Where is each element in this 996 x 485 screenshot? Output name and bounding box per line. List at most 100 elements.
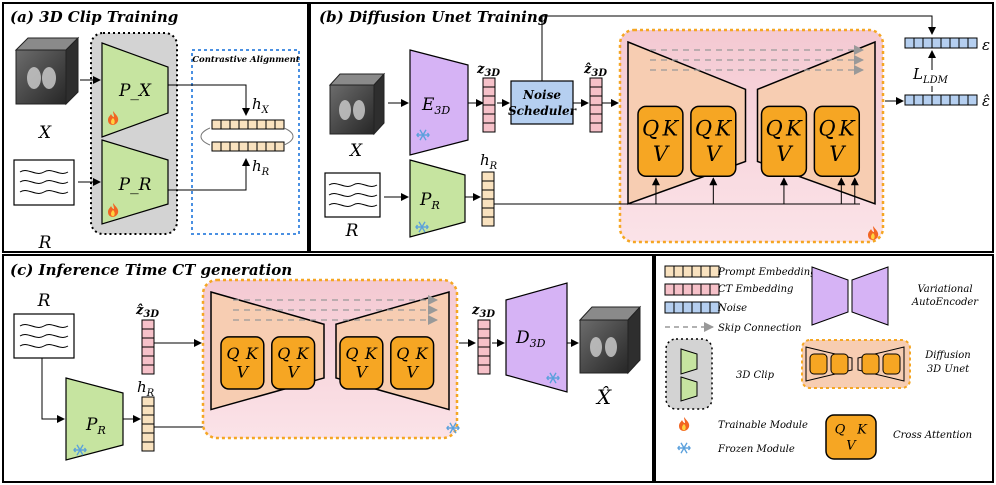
embedding-cell <box>141 337 155 348</box>
embedding-cell <box>141 355 155 366</box>
embedding-cell <box>931 94 942 106</box>
embedding-cell <box>265 141 276 152</box>
embedding-cell <box>481 207 495 218</box>
embedding-cell <box>589 104 603 115</box>
embedding-cell <box>682 265 693 278</box>
embedding-cell <box>589 77 603 88</box>
embedding-cell <box>481 198 495 209</box>
zhat3d-embedding-c <box>141 319 155 375</box>
embedding-cell <box>913 37 924 49</box>
legend-skip-label: Skip Connection <box>718 323 801 334</box>
hr-label-b: hR <box>480 151 498 172</box>
embedding-cell <box>709 301 720 314</box>
v-label: V <box>706 142 723 166</box>
legend-noise-label: Noise <box>717 303 747 314</box>
embedding-cell <box>922 94 933 106</box>
embedding-cell <box>949 37 960 49</box>
embedding-cell <box>141 423 155 434</box>
q-label: Q <box>277 344 290 363</box>
z3d-label-b: z3D <box>476 62 500 79</box>
panel-a-frame <box>2 2 309 253</box>
contrastive-box <box>191 49 300 235</box>
embedding-cell <box>238 141 249 152</box>
k-label: K <box>415 344 429 363</box>
embedding-cell <box>211 119 222 130</box>
ct-volume-x-icon <box>328 72 386 136</box>
eps-hat-label: ε̂ <box>982 92 990 110</box>
embedding-cell <box>673 265 684 278</box>
legend-ct-swatch <box>664 283 720 296</box>
embedding-cell <box>482 77 496 88</box>
predicted-noise <box>904 94 978 106</box>
embedding-cell <box>904 94 915 106</box>
x-hat-label: X̂ <box>595 385 612 409</box>
loss-label: LLDM <box>912 65 949 86</box>
embedding-cell <box>673 283 684 296</box>
projector-pr-c <box>65 377 124 461</box>
embedding-cell <box>141 414 155 425</box>
embedding-cell <box>949 94 960 106</box>
v-label: V <box>237 363 250 382</box>
embedding-cell <box>256 119 267 130</box>
embedding-cell <box>664 283 675 296</box>
legend-noise-swatch <box>664 301 720 314</box>
embedding-cell <box>482 113 496 124</box>
embedding-cell <box>477 328 491 339</box>
k-label: K <box>856 422 868 437</box>
r-label: R <box>38 233 52 253</box>
embedding-cell <box>482 95 496 106</box>
q-label: Q <box>818 117 835 141</box>
hx-embedding <box>211 119 285 130</box>
embedding-cell <box>481 180 495 191</box>
projector-pr <box>101 139 169 225</box>
embedding-cell <box>664 301 675 314</box>
embedding-cell <box>691 265 702 278</box>
zhat3d-embedding <box>589 77 603 133</box>
v-label: V <box>846 438 857 453</box>
v-label: V <box>776 142 793 166</box>
legend-frozen-label: Frozen Module <box>717 444 795 455</box>
embedding-cell <box>247 141 258 152</box>
embedding-cell <box>940 37 951 49</box>
projector-px <box>101 42 169 138</box>
hr-label-a: hR <box>252 157 270 178</box>
embedding-cell <box>141 441 155 452</box>
legend-vae-label-2: AutoEncoder <box>911 297 979 308</box>
legend-prompt-swatch <box>664 265 720 278</box>
embedding-cell <box>477 337 491 348</box>
embedding-cell <box>940 94 951 106</box>
q-label: Q <box>695 117 712 141</box>
embedding-cell <box>700 283 711 296</box>
embedding-cell <box>141 319 155 330</box>
k-label: K <box>364 344 378 363</box>
z3d-embedding <box>482 77 496 133</box>
embedding-cell <box>477 364 491 375</box>
embedding-cell <box>700 265 711 278</box>
embedding-cell <box>682 301 693 314</box>
embedding-cell <box>673 301 684 314</box>
decoder-d3d <box>505 282 568 393</box>
legend-attention-label: Cross Attention <box>893 430 972 441</box>
embedding-cell <box>220 141 231 152</box>
r-label-c: R <box>37 291 51 311</box>
panel-b-frame <box>309 2 994 253</box>
embedding-cell <box>477 355 491 366</box>
noise-epsilon <box>904 37 978 49</box>
fire-icon <box>679 417 690 431</box>
panel-c-title: (c) Inference Time CT generation <box>10 261 292 279</box>
panel-b-title: (b) Diffusion Unet Training <box>319 8 548 26</box>
legend-frame <box>654 254 994 483</box>
embedding-cell <box>481 216 495 227</box>
hx-label: hX <box>252 95 270 116</box>
embedding-cell <box>141 405 155 416</box>
embedding-cell <box>958 37 969 49</box>
embedding-cell <box>589 113 603 124</box>
embedding-cell <box>700 301 711 314</box>
